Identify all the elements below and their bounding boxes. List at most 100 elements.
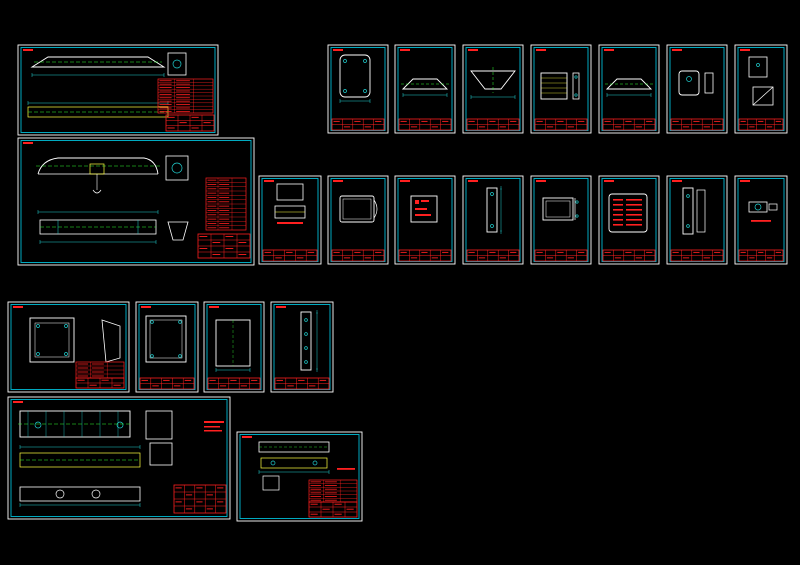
parts-list-table xyxy=(308,479,358,503)
sheet-14[interactable] xyxy=(530,175,592,265)
fitting-body xyxy=(748,201,768,213)
sheet-tag-mark xyxy=(23,142,33,144)
sheet-tag-mark xyxy=(672,49,682,51)
sheet-frame xyxy=(17,44,219,136)
title-block xyxy=(331,118,385,131)
sheet-border xyxy=(206,304,262,390)
side-bar xyxy=(300,311,312,371)
parts-list-table xyxy=(75,361,125,379)
sheet-border xyxy=(533,47,589,131)
sheet-07[interactable] xyxy=(598,44,660,134)
sheet-20[interactable] xyxy=(203,301,265,393)
title-block xyxy=(262,249,318,262)
sheet-frame xyxy=(394,175,456,265)
sheet-01[interactable] xyxy=(17,44,219,136)
sheet-21[interactable] xyxy=(270,301,334,393)
plate-outline xyxy=(145,315,187,363)
sheet-frame xyxy=(734,175,788,265)
dimension-line xyxy=(19,445,141,449)
sheet-frame xyxy=(598,175,660,265)
sheet-border xyxy=(465,47,521,131)
sheet-13[interactable] xyxy=(462,175,524,265)
sheet-frame xyxy=(327,44,389,134)
sheet-tag-mark xyxy=(333,49,343,51)
section-top xyxy=(276,183,304,201)
funnel-profile xyxy=(470,70,516,90)
sheet-15[interactable] xyxy=(598,175,660,265)
sheet-06[interactable] xyxy=(530,44,592,134)
title-block xyxy=(466,249,520,262)
section-label xyxy=(277,222,303,224)
sheet-border xyxy=(601,178,657,262)
sheet-18[interactable] xyxy=(7,301,130,393)
title-block xyxy=(139,377,195,390)
title-block xyxy=(331,249,385,262)
side-bar xyxy=(682,187,694,235)
sheet-frame xyxy=(462,44,524,134)
sheet-frame xyxy=(666,44,728,134)
hoist-trolley xyxy=(89,163,105,175)
dimension-line xyxy=(470,95,516,99)
title-block xyxy=(670,249,724,262)
plate-outline xyxy=(339,54,371,98)
sheet-22[interactable] xyxy=(7,396,231,520)
end-plate-side xyxy=(101,319,121,363)
sheet-border xyxy=(669,47,725,131)
sheet-tag-mark xyxy=(740,49,750,51)
sheet-11[interactable] xyxy=(327,175,389,265)
sheet-frame xyxy=(7,396,231,520)
title-block xyxy=(738,249,784,262)
title-block xyxy=(738,118,784,131)
sheet-border xyxy=(20,140,252,263)
dimension-line xyxy=(258,470,330,474)
sheet-05[interactable] xyxy=(462,44,524,134)
title-block xyxy=(534,249,588,262)
sheet-frame xyxy=(17,137,255,266)
end-carriage-view xyxy=(167,52,187,76)
title-block xyxy=(398,118,452,131)
title-block xyxy=(534,118,588,131)
sheet-10[interactable] xyxy=(258,175,322,265)
sheet-frame xyxy=(530,175,592,265)
sheet-frame xyxy=(135,301,199,393)
sheet-border xyxy=(465,178,521,262)
trapezoid-profile xyxy=(401,78,449,90)
sheet-09[interactable] xyxy=(734,44,788,134)
sheet-tag-mark xyxy=(141,306,151,308)
trolley-frame-plan xyxy=(260,457,328,469)
sheet-02[interactable] xyxy=(17,137,255,266)
title-block xyxy=(670,118,724,131)
sheet-tag-mark xyxy=(672,180,682,182)
sheet-08[interactable] xyxy=(666,44,728,134)
sheet-frame xyxy=(462,175,524,265)
section-view xyxy=(167,221,189,241)
sheet-12[interactable] xyxy=(394,175,456,265)
side-profile xyxy=(373,199,378,219)
sheet-17[interactable] xyxy=(734,175,788,265)
sheet-border xyxy=(239,434,360,519)
sheet-tag-mark xyxy=(13,306,23,308)
sheet-23[interactable] xyxy=(236,431,363,522)
title-block xyxy=(602,118,656,131)
sheet-16[interactable] xyxy=(666,175,728,265)
sheet-03[interactable] xyxy=(327,44,389,134)
title-block xyxy=(75,377,125,389)
sheet-tag-mark xyxy=(333,180,343,182)
plate-outline xyxy=(410,195,438,223)
sheet-frame xyxy=(7,301,130,393)
sheet-19[interactable] xyxy=(135,301,199,393)
detail-view xyxy=(149,442,173,466)
sheet-tag-mark xyxy=(23,49,33,51)
parts-list-table xyxy=(205,177,247,231)
dimension-line xyxy=(402,93,448,97)
sheet-04[interactable] xyxy=(394,44,456,134)
beam-elevation xyxy=(30,56,166,68)
note-text xyxy=(337,468,355,470)
sheet-frame xyxy=(734,44,788,134)
sheet-tag-mark xyxy=(468,49,478,51)
sheet-frame xyxy=(270,301,334,393)
end-section xyxy=(145,410,173,440)
dimension-line xyxy=(31,73,165,77)
side-view xyxy=(572,72,580,100)
